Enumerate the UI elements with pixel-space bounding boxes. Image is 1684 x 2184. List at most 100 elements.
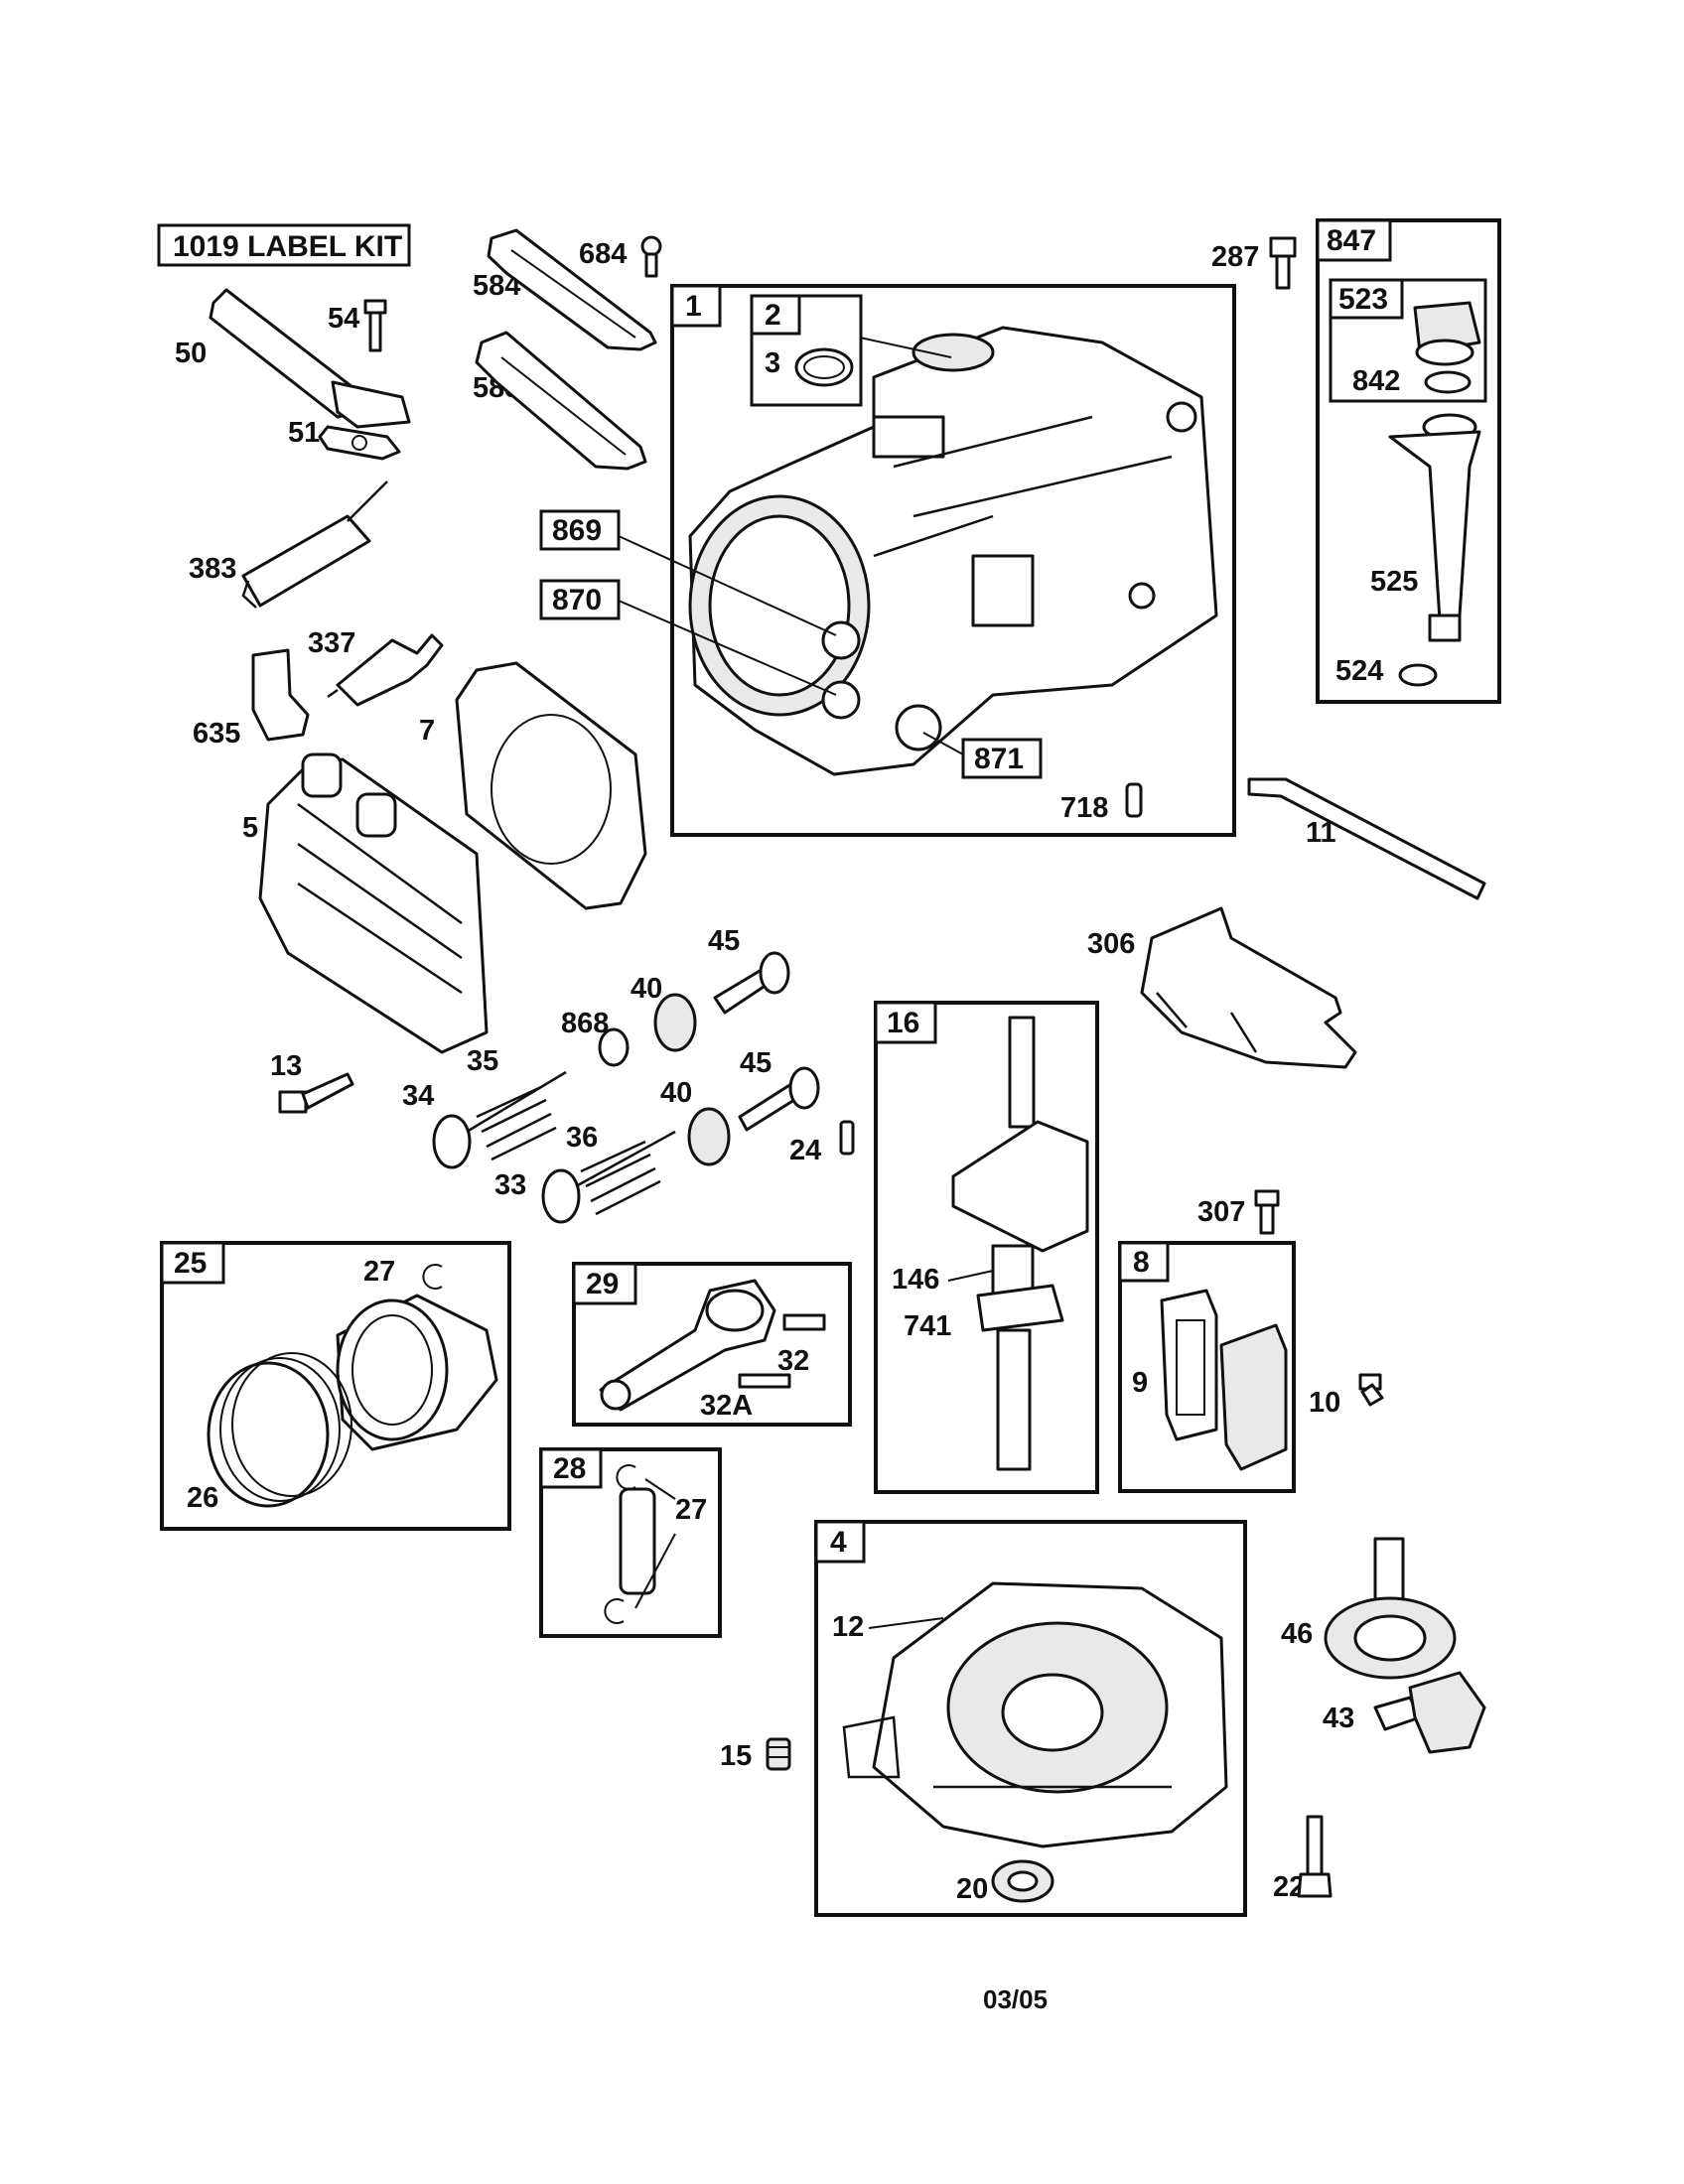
bolt-22-shape bbox=[1297, 1815, 1333, 1898]
callout-c26: 26 bbox=[187, 1482, 218, 1514]
callout-b847: 847 bbox=[1327, 224, 1376, 257]
callout-c45b: 45 bbox=[740, 1047, 772, 1079]
screw-684-shape bbox=[640, 235, 662, 278]
callout-c635: 635 bbox=[193, 718, 240, 750]
callout-c46: 46 bbox=[1281, 1618, 1313, 1650]
callout-c34: 34 bbox=[402, 1080, 434, 1112]
callout-c337: 337 bbox=[308, 627, 355, 659]
callout-b4: 4 bbox=[830, 1526, 847, 1559]
valve-33-spring-36-shape bbox=[541, 1130, 676, 1224]
callout-c524: 524 bbox=[1335, 655, 1383, 687]
boot-635-shape bbox=[251, 648, 310, 742]
plug-15-shape bbox=[766, 1737, 791, 1771]
callout-c684: 684 bbox=[579, 238, 627, 270]
callout-c27a: 27 bbox=[363, 1256, 395, 1288]
callout-label_kit: 1019 LABEL KIT bbox=[173, 230, 402, 263]
governor-gear-46-shape bbox=[1324, 1537, 1457, 1680]
screw-10-shape bbox=[1358, 1373, 1384, 1407]
callout-c51: 51 bbox=[288, 417, 320, 449]
callout-c13: 13 bbox=[270, 1050, 302, 1082]
baffle-306-shape bbox=[1140, 906, 1357, 1069]
screw-54-shape bbox=[363, 299, 387, 352]
breather-cover-shape bbox=[1219, 1323, 1288, 1471]
crankshaft-shape bbox=[951, 1016, 1089, 1471]
gasket-51-shape bbox=[318, 425, 401, 461]
callout-b2: 2 bbox=[765, 299, 781, 332]
callout-c741: 741 bbox=[904, 1310, 951, 1342]
dipstick-tube-525-shape bbox=[1388, 413, 1481, 642]
callout-c842: 842 bbox=[1352, 365, 1400, 397]
callout-c35: 35 bbox=[467, 1045, 498, 1077]
callout-c869: 869 bbox=[552, 514, 602, 547]
callout-c15: 15 bbox=[720, 1740, 752, 1772]
label-kit-tag: 1019 LABEL KIT bbox=[157, 223, 411, 267]
box-1-cylinder: 1 2 3 869 870 871 718 bbox=[539, 284, 1236, 837]
callout-c146: 146 bbox=[892, 1264, 939, 1296]
valve-34-spring-35-shape bbox=[432, 1070, 567, 1169]
gasket-9-shape bbox=[1160, 1289, 1218, 1441]
connecting-rod-shape bbox=[599, 1279, 776, 1412]
box-28-piston-pin: 28 27 bbox=[539, 1447, 722, 1638]
callout-c10: 10 bbox=[1309, 1387, 1340, 1419]
governor-arm-43-shape bbox=[1373, 1671, 1486, 1754]
callout-c307: 307 bbox=[1197, 1196, 1245, 1228]
callout-c33: 33 bbox=[494, 1169, 526, 1201]
callout-c12: 12 bbox=[832, 1611, 864, 1643]
sump-shape bbox=[842, 1581, 1228, 1848]
callout-c45a: 45 bbox=[708, 925, 740, 957]
piston-shape bbox=[336, 1294, 498, 1451]
callout-c383: 383 bbox=[189, 553, 236, 585]
tube-11-shape bbox=[1247, 777, 1486, 900]
callout-c3: 3 bbox=[765, 347, 780, 379]
bolt-32-shape bbox=[782, 1313, 826, 1331]
callout-c32: 32 bbox=[777, 1345, 809, 1377]
callout-b29: 29 bbox=[586, 1268, 619, 1300]
callout-c20: 20 bbox=[956, 1873, 988, 1905]
head-gasket-7-shape bbox=[455, 661, 647, 910]
cylinder-head-5-shape bbox=[258, 752, 489, 1054]
o-ring-524-shape bbox=[1398, 663, 1438, 687]
callout-c36: 36 bbox=[566, 1122, 598, 1154]
callout-b28: 28 bbox=[553, 1452, 586, 1485]
gasket-585-shape bbox=[475, 331, 647, 471]
callout-c7: 7 bbox=[419, 715, 435, 747]
box-25-piston: 25 27 26 bbox=[160, 1241, 511, 1531]
callout-c32a: 32A bbox=[700, 1390, 753, 1422]
callout-c24: 24 bbox=[789, 1135, 821, 1166]
callout-footer: 03/05 bbox=[983, 1984, 1048, 2014]
callout-c40b: 40 bbox=[660, 1077, 692, 1109]
piston-pin-shape bbox=[619, 1487, 656, 1595]
box-16-crankshaft: 16 146 741 bbox=[874, 1001, 1099, 1494]
callout-c40a: 40 bbox=[631, 973, 662, 1005]
callout-c870: 870 bbox=[552, 584, 602, 616]
callout-b1: 1 bbox=[685, 290, 702, 323]
screw-307-shape bbox=[1254, 1189, 1280, 1235]
bolt-13-shape bbox=[278, 1072, 354, 1114]
box-8-breather: 8 9 bbox=[1118, 1241, 1296, 1493]
callout-c54: 54 bbox=[328, 303, 359, 335]
tool-383-shape bbox=[241, 480, 388, 609]
retainer-40a-shape bbox=[653, 993, 697, 1052]
piston-rings-26-shape bbox=[207, 1352, 352, 1508]
retainer-40b-shape bbox=[687, 1107, 731, 1166]
box-29-connecting-rod: 29 32 32A bbox=[572, 1262, 852, 1427]
callout-b523: 523 bbox=[1338, 283, 1388, 316]
callout-c43: 43 bbox=[1323, 1703, 1354, 1734]
spark-plug-337-shape bbox=[327, 633, 444, 707]
dowel-pin-24-shape bbox=[839, 1120, 855, 1156]
callout-c27b: 27 bbox=[675, 1494, 707, 1526]
callout-c868: 868 bbox=[561, 1008, 609, 1039]
callout-c5: 5 bbox=[242, 812, 258, 844]
callout-b8: 8 bbox=[1133, 1246, 1150, 1279]
callout-c9: 9 bbox=[1132, 1367, 1148, 1399]
seal-3-shape bbox=[794, 347, 854, 387]
gasket-584-shape bbox=[487, 228, 657, 351]
callout-c287: 287 bbox=[1211, 241, 1259, 273]
callout-c306: 306 bbox=[1087, 928, 1135, 960]
callout-b25: 25 bbox=[174, 1247, 207, 1280]
seal-868-shape bbox=[598, 1027, 630, 1067]
clip-27-shape bbox=[422, 1264, 443, 1290]
box-847-dipstick: 847 523 842 525 524 bbox=[1316, 218, 1501, 704]
callout-c718: 718 bbox=[1060, 792, 1108, 824]
